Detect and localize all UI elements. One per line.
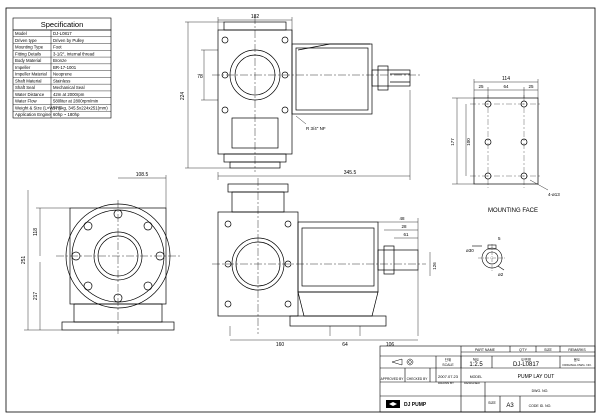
dim-side-48: 48 bbox=[399, 216, 405, 221]
tb-original-label: ORIGINAL DWG. NO. bbox=[562, 363, 592, 367]
top-view-dimensions bbox=[185, 17, 411, 180]
spec-row-label: Shaft Material bbox=[15, 78, 42, 83]
dim-mf-100: 100 bbox=[466, 138, 471, 146]
dim-mf-114: 114 bbox=[502, 76, 510, 82]
dim-key-ø30: ø30 bbox=[466, 248, 474, 253]
dim-key-ø2: ø2 bbox=[498, 272, 504, 277]
spec-row-value: BR-17-1001 bbox=[53, 65, 77, 70]
tb-use-korean: 용도 bbox=[574, 358, 581, 362]
tb-checked: CHECKED BY bbox=[407, 377, 429, 381]
front-view bbox=[56, 200, 180, 334]
side-view bbox=[212, 178, 426, 334]
spec-row-value: 3-1/2", Internal thread bbox=[53, 51, 95, 56]
tb-unit-label: 단위 bbox=[445, 357, 451, 362]
spec-row-value: Neoprene bbox=[53, 72, 72, 77]
tb-approved: APPROVED BY bbox=[381, 377, 405, 381]
tb-designed: DESIGNED bbox=[464, 381, 481, 385]
spec-row-label: Mounting Type bbox=[15, 45, 44, 50]
dim-front-217: 217 bbox=[33, 292, 39, 301]
dim-bottom-64: 64 bbox=[342, 342, 348, 348]
spec-row-label: Driven type bbox=[15, 38, 37, 43]
tb-remarks-size: SIZE bbox=[544, 348, 552, 352]
sheet-border bbox=[5, 7, 596, 413]
dim-bottom-160: 160 bbox=[276, 342, 285, 348]
spec-row-label: Water Distance bbox=[15, 92, 45, 97]
dim-side-61: 61 bbox=[403, 232, 409, 237]
dim-key-5: 5 bbox=[498, 236, 501, 241]
tb-drawing-title: PUMP LAY OUT bbox=[518, 374, 555, 380]
tb-date: 2007.07.23 bbox=[438, 374, 459, 379]
side-view-dimensions bbox=[229, 218, 431, 341]
spec-row-label: Application Engine bbox=[15, 112, 51, 117]
spec-row-label: Water Flow bbox=[15, 99, 37, 104]
dim-mf-64: 64 bbox=[503, 84, 509, 89]
top-view bbox=[212, 16, 420, 172]
dim-front-118: 118 bbox=[33, 228, 39, 236]
tb-dwg-no: DWG. NO. bbox=[532, 389, 549, 393]
spec-row-value: DJ-L0817 bbox=[53, 31, 72, 36]
shaft-key-detail bbox=[472, 244, 506, 272]
dim-mf-hole: 4-ø13 bbox=[548, 192, 560, 197]
spec-row-value: Bronze bbox=[53, 58, 67, 63]
spec-title: Specification bbox=[41, 20, 84, 29]
spec-row-label: Shaft Seal bbox=[15, 85, 35, 90]
spec-row-value: 57.6kg, 345.5x224x251(mm) bbox=[53, 105, 108, 110]
title-block bbox=[379, 345, 596, 413]
tb-scale-label: SCALE bbox=[442, 363, 454, 367]
mounting-face-dimensions bbox=[452, 79, 549, 191]
tb-company: DJ PUMP bbox=[404, 402, 427, 408]
spec-row-value: Driven by Pulley bbox=[53, 38, 85, 43]
mounting-face-label: MOUNTING FACE bbox=[488, 208, 538, 214]
dim-side-126: 126 bbox=[432, 262, 437, 270]
spec-row-label: Body Material bbox=[15, 58, 41, 63]
spec-row-label: Model bbox=[15, 31, 27, 36]
dim-front-108: 108.5 bbox=[136, 172, 149, 178]
dim-mf-25a: 25 bbox=[478, 84, 484, 89]
tb-size-value: A3 bbox=[506, 403, 514, 409]
tb-scale-value: 1:2.5 bbox=[469, 362, 483, 368]
dim-top-side: 78 bbox=[197, 74, 203, 80]
tb-code-label: CODE ID. NO. bbox=[529, 404, 552, 408]
front-view-dimensions bbox=[24, 175, 167, 331]
dim-overall: 345.5 bbox=[344, 170, 357, 176]
tb-model-label: MODEL bbox=[470, 375, 483, 379]
dim-top-width: 182 bbox=[251, 14, 260, 20]
tb-scale-korean: 척도 bbox=[473, 357, 480, 362]
company-logo-icon bbox=[386, 400, 400, 408]
spec-row-label: Impeller Material bbox=[15, 72, 47, 77]
dim-bottom-106: 106 bbox=[386, 342, 395, 348]
tb-drawn: DRAWN BY bbox=[438, 381, 454, 385]
tb-remarks-partname: PART NAME bbox=[475, 348, 496, 352]
spec-row-value: 42m at 2000rpm bbox=[53, 92, 85, 97]
tb-remarks-remarks: REMARKS bbox=[568, 348, 586, 352]
dim-side-28: 28 bbox=[401, 224, 407, 229]
spec-row-value: Stainless bbox=[53, 78, 70, 83]
spec-row-value: 60hp ~ 180hp bbox=[53, 112, 80, 117]
spec-row-value: Mechanical Seal bbox=[53, 85, 85, 90]
spec-row-label: Weight & Size (L×W×H) bbox=[15, 105, 61, 110]
spec-row-label: Fitting Details bbox=[15, 51, 41, 56]
spec-row-label: Impeller bbox=[15, 65, 31, 70]
spec-row-value: 580liter at 2800rpm/min bbox=[53, 99, 99, 104]
dim-mf-25b: 25 bbox=[528, 84, 534, 89]
projection-symbol-icon bbox=[391, 358, 414, 366]
tb-name-korean: 도면명 bbox=[521, 357, 531, 362]
tb-remarks-qty: Q'TY bbox=[519, 348, 528, 352]
spec-row-value: Foot bbox=[53, 45, 62, 50]
tb-size-label: SIZE bbox=[488, 401, 496, 405]
dim-top-height: 224 bbox=[180, 92, 186, 101]
mounting-face-view bbox=[470, 95, 542, 188]
tb-model-value: DJ-L0817 bbox=[513, 362, 540, 368]
dim-mf-177: 177 bbox=[450, 138, 455, 146]
dim-front-251: 251 bbox=[21, 256, 27, 265]
dim-thread: R 3/4" NF bbox=[306, 126, 326, 131]
